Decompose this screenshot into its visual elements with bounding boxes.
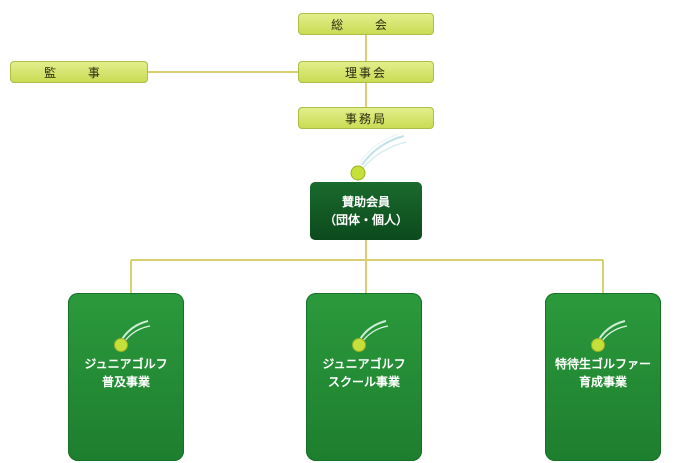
golf-ball-icon (352, 320, 389, 352)
program-label: ジュニアゴルフ スクール事業 (306, 355, 422, 391)
sponsor-member-box: 賛助会員 （団体・個人） (310, 182, 422, 240)
program-label: 特待生ゴルファー 育成事業 (545, 355, 661, 391)
program-card-scholarship-golfer: 特待生ゴルファー 育成事業 (545, 293, 661, 461)
sponsor-label-line1: 賛助会員 (341, 195, 390, 209)
program-label-line1: ジュニアゴルフ (84, 357, 168, 371)
general-meeting-label: 総 会 (331, 17, 401, 32)
auditor-label: 監 事 (44, 65, 114, 80)
program-label: ジュニアゴルフ 普及事業 (68, 355, 184, 391)
program-card-junior-promotion: ジュニアゴルフ 普及事業 (68, 293, 184, 461)
secretariat-box: 事務局 (298, 107, 434, 129)
sponsor-label-line2: （団体・個人） (323, 213, 408, 227)
golf-ball-swoosh-icon (350, 133, 407, 181)
program-label-line2: 普及事業 (101, 375, 150, 389)
program-card-junior-school: ジュニアゴルフ スクール事業 (306, 293, 422, 461)
auditor-box: 監 事 (10, 61, 148, 83)
program-label-line2: スクール事業 (327, 375, 400, 389)
program-label-line2: 育成事業 (578, 375, 627, 389)
program-label-line1: ジュニアゴルフ (322, 357, 406, 371)
general-meeting-box: 総 会 (298, 13, 434, 35)
board-label: 理事会 (344, 65, 387, 80)
program-label-line1: 特待生ゴルファー (554, 357, 651, 371)
golf-ball-icon (591, 320, 628, 352)
golf-ball-icon (114, 320, 151, 352)
secretariat-label: 事務局 (344, 111, 387, 126)
board-box: 理事会 (298, 61, 434, 83)
